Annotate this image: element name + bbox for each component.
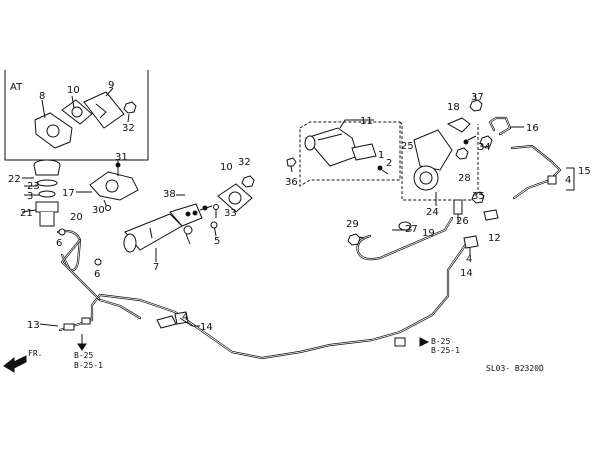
label-30: 30: [92, 205, 105, 216]
left-reference: B-25 B-25-1: [74, 334, 103, 370]
label-16: 16: [526, 123, 539, 134]
label-26: 26: [456, 216, 469, 227]
label-1: 1: [378, 150, 384, 161]
label-9: 9: [108, 80, 114, 91]
label-17: 17: [62, 188, 75, 199]
label-25: 25: [401, 141, 414, 152]
label-12: 12: [488, 233, 501, 244]
label-14b: 14: [460, 268, 473, 279]
at-inset: AT: [4, 70, 149, 161]
clutch-pipe-lines: [58, 216, 472, 360]
front-arrow: FR.: [3, 349, 42, 373]
right-reference: B-25 B-25-1: [419, 337, 460, 355]
label-21: 21: [20, 208, 33, 219]
label-3: 3: [27, 191, 33, 202]
label-13: 13: [27, 320, 40, 331]
label-7: 7: [153, 262, 159, 273]
label-10a: 10: [67, 85, 80, 96]
label-4c: 4: [466, 254, 472, 265]
label-27: 27: [405, 224, 418, 235]
label-28: 28: [458, 173, 471, 184]
label-4b: 4: [565, 175, 571, 186]
left-ref-1: B-25: [74, 351, 93, 360]
label-14a: 14: [200, 322, 213, 333]
label-29: 29: [346, 219, 359, 230]
label-33: 33: [224, 208, 237, 219]
label-32b: 32: [238, 157, 251, 168]
label-37: 37: [471, 92, 484, 103]
label-38: 38: [163, 189, 176, 200]
pipe-clips: [63, 311, 406, 347]
inset-label: AT: [10, 82, 23, 93]
label-4a: 4: [182, 312, 188, 323]
diagram-code: SL03- B2320D: [486, 364, 544, 373]
reservoir-group: [21, 159, 102, 272]
left-ref-2: B-25-1: [74, 361, 103, 370]
label-31: 31: [115, 152, 128, 163]
label-35: 35: [472, 191, 485, 202]
label-34: 34: [478, 142, 491, 153]
label-10b: 10: [220, 162, 233, 173]
label-15: 15: [578, 166, 591, 177]
front-marker: FR.: [28, 349, 42, 358]
label-22: 22: [8, 174, 21, 185]
label-2: 2: [386, 158, 392, 169]
label-5: 5: [214, 236, 220, 247]
center-gasket: [210, 175, 255, 237]
middle-right-group: [347, 191, 499, 256]
right-ref-2: B-25-1: [431, 346, 460, 355]
label-6a: 6: [56, 238, 62, 249]
label-6b: 6: [94, 269, 100, 280]
master-cylinder: [123, 203, 213, 262]
leader-13: [39, 323, 59, 327]
label-24: 24: [426, 207, 439, 218]
label-23: 23: [27, 181, 40, 192]
label-8: 8: [39, 91, 45, 102]
slave-cylinder-group: [286, 119, 401, 187]
right-ref-1: B-25: [431, 337, 450, 346]
label-11: 11: [360, 116, 373, 127]
damper-group: [399, 121, 479, 206]
label-20: 20: [70, 212, 83, 223]
label-18: 18: [447, 102, 460, 113]
label-36: 36: [285, 177, 298, 188]
label-19: 19: [422, 228, 435, 239]
label-32a: 32: [122, 123, 135, 134]
reservoir-bracket: [76, 160, 139, 211]
upper-right-group: [446, 94, 575, 200]
